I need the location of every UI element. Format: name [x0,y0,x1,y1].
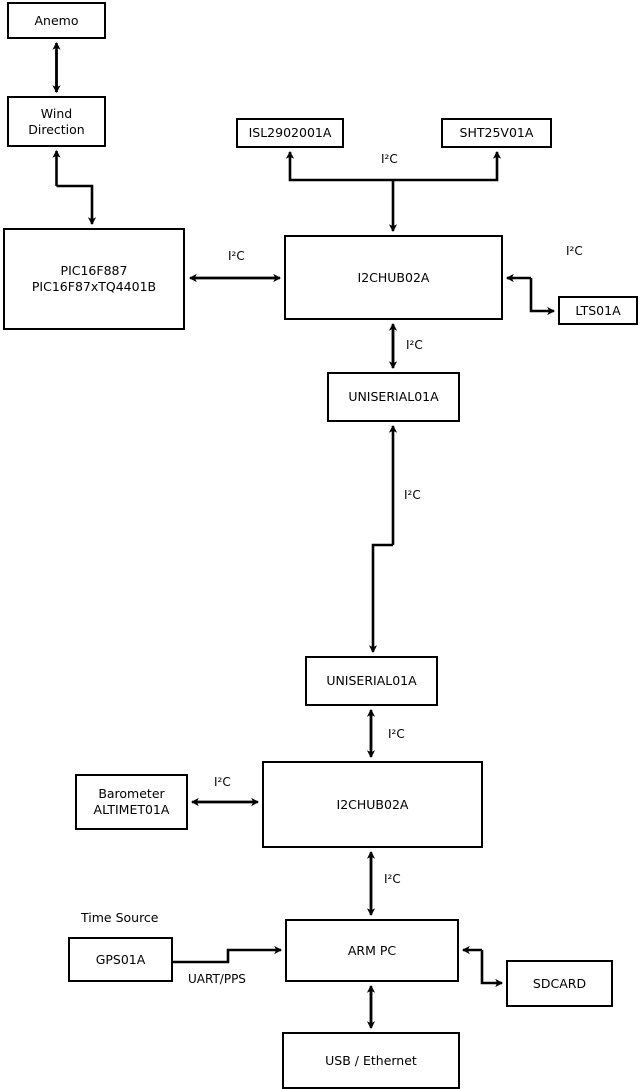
node-uniserial01a-top[interactable]: UNISERIAL01A [327,372,460,422]
node-sht25v01a[interactable]: SHT25V01A [441,118,552,148]
label-time-source: Time Source [81,910,159,925]
wire-label-i2c-uniserial-hub-bottom: I²C [388,727,405,741]
node-arm-pc[interactable]: ARM PC [285,919,459,982]
wire-label-i2c-sensor-bus: I²C [381,152,398,166]
node-usb-ethernet-label: USB / Ethernet [325,1052,417,1068]
node-i2chub02a-bottom-label: I2CHUB02A [336,796,409,812]
node-lts01a[interactable]: LTS01A [558,296,638,325]
node-sht25v01a-label: SHT25V01A [459,125,534,140]
wire-armpc-to-sdcard [480,950,503,988]
wire-bus-to-sht [393,151,502,182]
node-anemo-label: Anemo [34,12,79,28]
wire-label-i2c-hub-uniserial: I²C [406,338,423,352]
wire-label-uart-pps: UART/PPS [188,972,246,986]
node-uniserial01a-bottom[interactable]: UNISERIAL01A [305,656,438,706]
wire-wind-pic-down [56,184,97,225]
node-uniserial01a-bottom-label: UNISERIAL01A [326,673,417,688]
wire-bus-to-isl [285,151,393,182]
node-gps01a[interactable]: GPS01A [68,937,173,982]
wire-label-i2c-hub-lts: I²C [566,244,583,258]
wire-hub-to-lts [529,278,555,316]
wire-label-i2c-barometer-hub: I²C [214,775,231,789]
node-arm-pc-label: ARM PC [347,942,397,958]
node-anemo[interactable]: Anemo [7,2,106,39]
node-barometer-altimet01a-label: Barometer ALTIMET01A [93,786,170,817]
node-i2chub02a-bottom[interactable]: I2CHUB02A [262,761,483,848]
node-wind-direction-label: Wind Direction [28,105,85,137]
wire-uniser-down [368,543,393,653]
node-lts01a-label: LTS01A [575,302,621,318]
node-isl2902001a-label: ISL2902001A [248,125,332,140]
node-i2chub02a-top[interactable]: I2CHUB02A [284,235,503,320]
wire-gps-to-armpc [173,945,282,964]
node-pic-mcu-label: PIC16F887 PIC16F87xTQ4401B [31,263,157,294]
node-gps01a-label: GPS01A [95,951,146,967]
wire-label-i2c-uniserial-link: I²C [404,488,421,502]
node-i2chub02a-top-label: I2CHUB02A [357,269,430,285]
node-usb-ethernet[interactable]: USB / Ethernet [282,1032,460,1089]
wire-label-i2c-pic-hub: I²C [228,249,245,263]
node-isl2902001a[interactable]: ISL2902001A [236,118,344,148]
node-sdcard-label: SDCARD [532,975,587,991]
wire-label-i2c-hub-armpc: I²C [384,872,401,886]
node-pic-mcu[interactable]: PIC16F887 PIC16F87xTQ4401B [3,228,185,330]
node-barometer-altimet01a[interactable]: Barometer ALTIMET01A [75,774,188,830]
node-sdcard[interactable]: SDCARD [506,960,613,1007]
node-uniserial01a-top-label: UNISERIAL01A [348,389,439,404]
node-wind-direction[interactable]: Wind Direction [7,96,106,147]
